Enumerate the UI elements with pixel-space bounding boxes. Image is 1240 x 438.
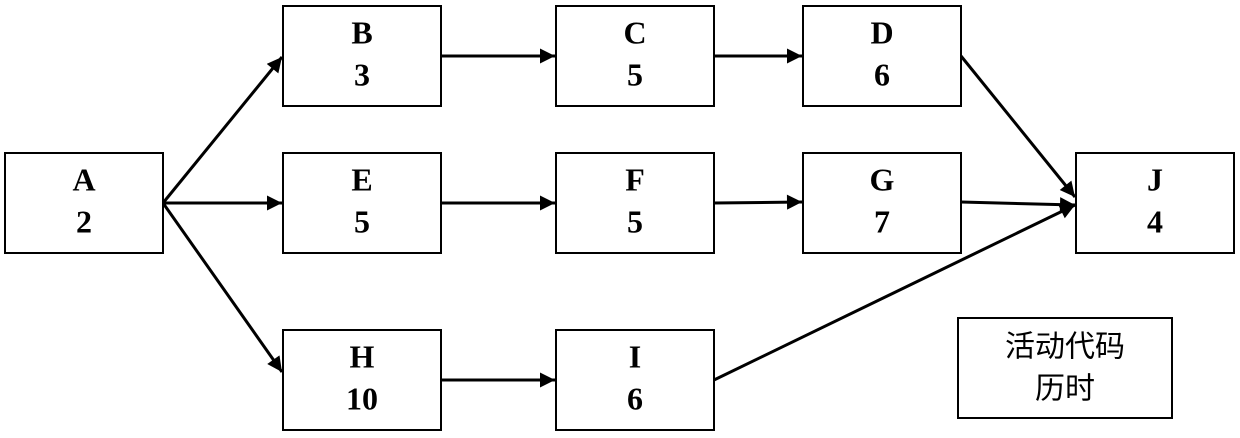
activity-code: H bbox=[350, 338, 375, 374]
activity-duration: 6 bbox=[874, 56, 890, 92]
activity-box bbox=[1075, 152, 1235, 254]
activity-code: D bbox=[870, 14, 893, 50]
activity-duration: 5 bbox=[627, 203, 643, 239]
activity-box bbox=[802, 5, 962, 107]
activity-code: G bbox=[870, 161, 895, 197]
activity-code: C bbox=[623, 14, 646, 50]
activity-box bbox=[282, 5, 442, 107]
activity-duration: 7 bbox=[874, 203, 890, 239]
activity-box bbox=[4, 152, 164, 254]
legend: 活动代码 历时 bbox=[957, 317, 1173, 419]
activity-node-d: D6 bbox=[802, 5, 962, 107]
activity-node-j: J4 bbox=[1075, 152, 1235, 254]
legend-line-activity-code: 活动代码 bbox=[1005, 330, 1125, 365]
activity-node-f: F5 bbox=[555, 152, 715, 254]
activity-node-c: C5 bbox=[555, 5, 715, 107]
activity-duration: 10 bbox=[346, 380, 378, 416]
activity-node-h: H 10 bbox=[282, 329, 442, 431]
activity-duration: 2 bbox=[76, 203, 92, 239]
activity-code: E bbox=[351, 161, 372, 197]
activity-node-a: A2 bbox=[4, 152, 164, 254]
activity-code: I bbox=[629, 338, 641, 374]
activity-duration: 4 bbox=[1147, 203, 1163, 239]
edge-a-to-h bbox=[161, 202, 284, 373]
activity-code: B bbox=[351, 14, 372, 50]
activity-box bbox=[555, 152, 715, 254]
activity-duration: 5 bbox=[354, 203, 370, 239]
activity-box bbox=[802, 152, 962, 254]
edge-f-to-g bbox=[713, 194, 803, 210]
activity-node-i: I6 bbox=[555, 329, 715, 431]
activity-code: F bbox=[625, 161, 645, 197]
activity-duration: 5 bbox=[627, 56, 643, 92]
edge-i-to-j bbox=[713, 203, 1076, 382]
activity-node-g: G7 bbox=[802, 152, 962, 254]
activity-duration: 6 bbox=[627, 380, 643, 416]
activity-code: A bbox=[72, 161, 95, 197]
edge-d-to-j bbox=[959, 55, 1077, 198]
edge-a-to-b bbox=[161, 56, 284, 204]
activity-code: J bbox=[1147, 161, 1163, 197]
edges-layer bbox=[161, 48, 1077, 388]
activity-box bbox=[282, 152, 442, 254]
activity-duration: 3 bbox=[354, 56, 370, 92]
activity-box bbox=[282, 329, 442, 431]
activity-node-b: B3 bbox=[282, 5, 442, 107]
activity-box bbox=[555, 329, 715, 431]
edge-g-to-j bbox=[960, 197, 1076, 213]
activity-node-e: E5 bbox=[282, 152, 442, 254]
legend-line-duration: 历时 bbox=[1035, 372, 1095, 407]
activity-box bbox=[555, 5, 715, 107]
legend-box bbox=[957, 317, 1173, 419]
